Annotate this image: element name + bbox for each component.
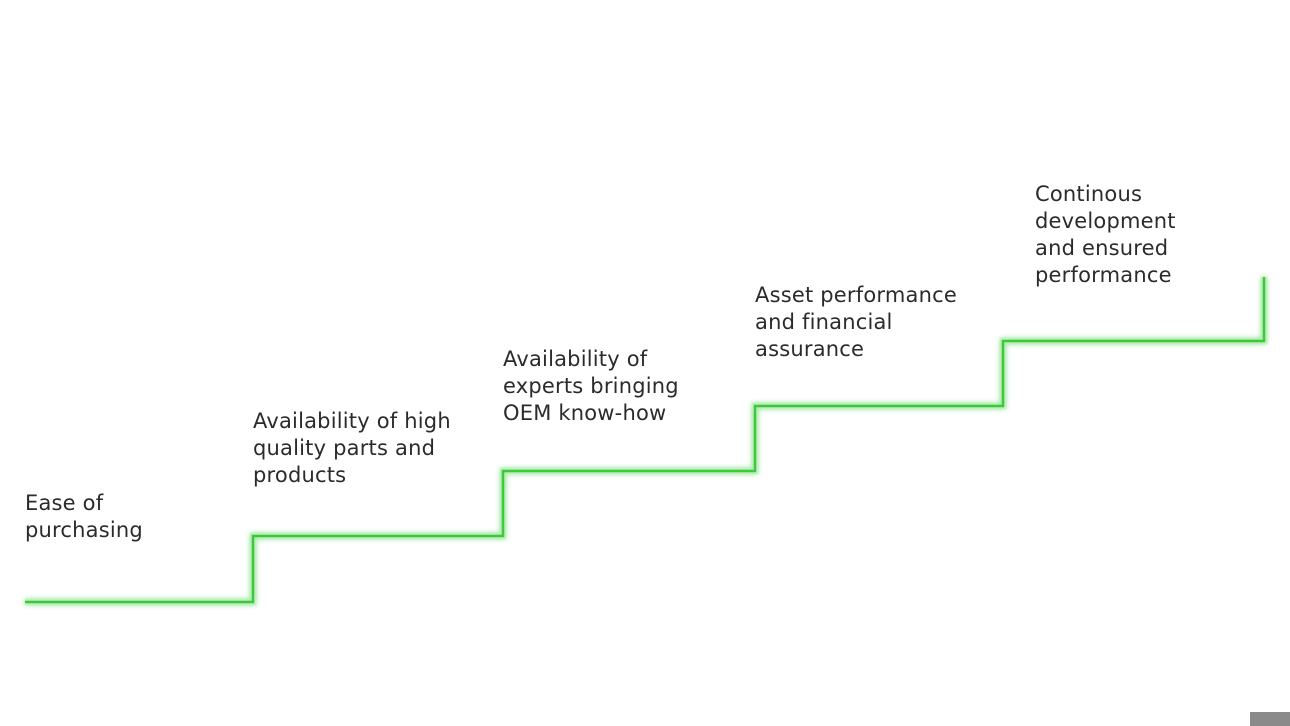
staircase-path xyxy=(25,277,1266,604)
step-label-asset-performance: Asset performance and financial assuranc… xyxy=(755,283,957,361)
step-label-continuous-development: Continous development and ensured perfor… xyxy=(1035,182,1176,287)
staircase-glow xyxy=(25,277,1268,606)
staircase-line xyxy=(25,277,1268,606)
step-label-ease-of-purchasing: Ease of purchasing xyxy=(25,491,143,542)
step-label-high-quality-parts: Availability of high quality parts and p… xyxy=(253,409,451,487)
step-label-oem-experts: Availability of experts bringing OEM kno… xyxy=(503,347,679,425)
corner-tab xyxy=(1250,712,1290,726)
